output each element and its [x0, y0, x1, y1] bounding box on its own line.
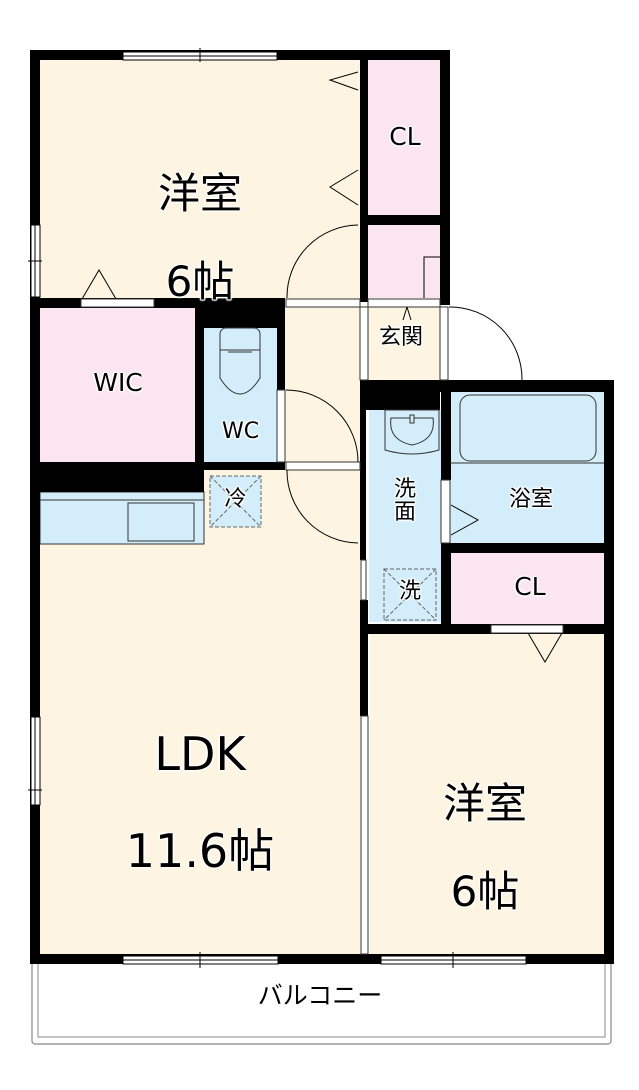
room-label-closet-north: CL	[389, 122, 421, 151]
room-label-western-room-north: 洋室 6帖	[130, 128, 270, 348]
entrance-floor	[360, 306, 442, 382]
room-label-washroom: 洗 面	[393, 477, 416, 526]
bathtub	[459, 394, 597, 462]
doors	[80, 298, 564, 955]
hallway-floor	[282, 300, 360, 470]
room-label-wic: WIC	[93, 368, 143, 397]
room-size: 11.6帖	[125, 823, 275, 878]
room-label-closet-south: CL	[514, 572, 546, 601]
door-swings	[81, 71, 563, 663]
room-name: 洋室	[442, 779, 527, 829]
room-label-bathroom: 浴室	[508, 487, 553, 512]
wash-basin	[384, 409, 440, 455]
closet-south-floor	[450, 553, 604, 624]
room-size: 6帖	[450, 867, 520, 917]
washer-space-box	[383, 568, 437, 621]
room-label-ldk: LDK 11.6帖	[90, 682, 310, 923]
room-label-toilet: WC	[221, 419, 260, 444]
room-label-fridge: 冷	[224, 487, 247, 512]
western-room-north-floor	[38, 58, 360, 300]
sink	[127, 502, 195, 542]
ldk-floor	[38, 470, 360, 954]
balcony-area	[31, 961, 612, 1045]
kitchen-counter	[39, 491, 205, 545]
western-room-south-floor	[370, 632, 604, 954]
windows	[28, 48, 527, 968]
room-label-washer: 洗	[398, 579, 421, 604]
walls	[30, 50, 614, 964]
entrance-storage-floor	[368, 224, 440, 298]
room-name: 洋室	[157, 169, 242, 219]
closet-north-floor	[368, 58, 440, 216]
room-label-balcony: バルコニー	[257, 981, 383, 1010]
wic-floor	[40, 306, 195, 462]
room-label-western-room-south: 洋室 6帖	[415, 738, 555, 958]
room-size: 6帖	[165, 257, 235, 307]
toilet-fixture	[219, 327, 261, 395]
fridge-space-box	[209, 475, 262, 528]
room-label-entrance: 玄関	[378, 325, 423, 350]
room-name: LDK	[154, 727, 246, 782]
